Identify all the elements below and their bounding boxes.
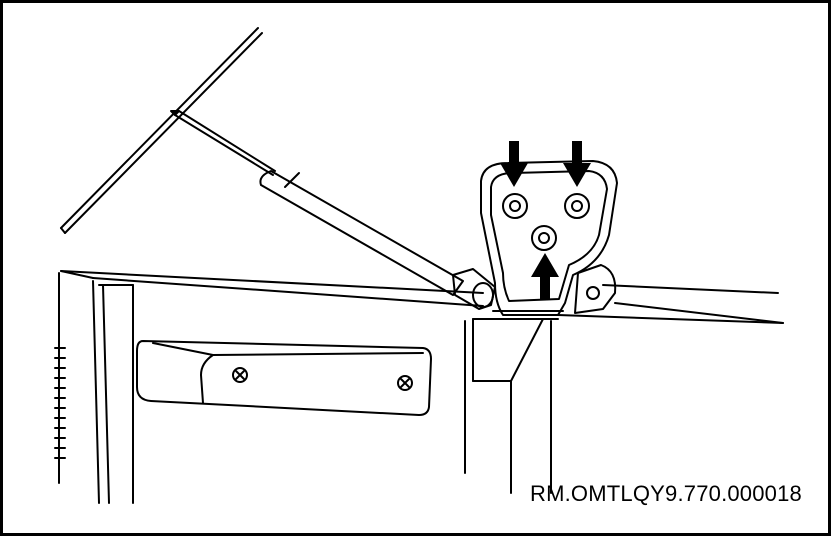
line-drawing — [54, 27, 784, 504]
arrow-left-bolt — [500, 141, 528, 187]
arrow-center-bolt — [531, 253, 559, 299]
arrow-right-bolt — [563, 141, 591, 187]
reference-code: RM.OMTLQY9.770.000018 — [529, 481, 802, 506]
liftgate-panel-edge — [60, 27, 263, 234]
body-frame — [60, 270, 784, 494]
gas-strut — [170, 110, 496, 310]
trim-panel — [136, 340, 432, 416]
side-wall — [54, 272, 134, 504]
